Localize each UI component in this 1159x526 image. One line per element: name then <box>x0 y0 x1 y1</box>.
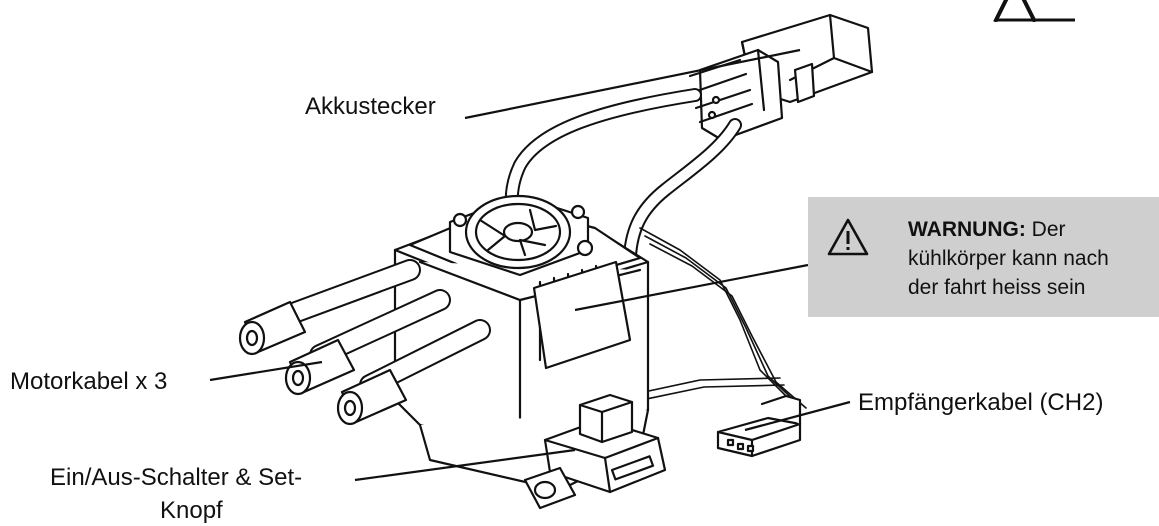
leader-warning <box>574 263 809 312</box>
warning-title: WARNUNG: <box>908 218 1026 241</box>
label-akkustecker: Akkustecker <box>305 93 436 120</box>
receiver-wires <box>629 227 807 409</box>
warning-text: WARNUNG: Der kühlkörper kann nach der fa… <box>908 215 1109 302</box>
warning-line2: kühlkörper kann nach <box>908 247 1109 270</box>
label-motorkabel: Motorkabel x 3 <box>10 368 168 395</box>
label-empfaengerkabel: Empfängerkabel (CH2) <box>858 389 1104 416</box>
label-schalter-line2: Knopf <box>160 497 223 524</box>
battery-connector <box>688 13 874 142</box>
warning-triangle-icon <box>827 218 869 256</box>
leader-empfaenger <box>744 400 851 432</box>
leader-motor <box>209 360 323 382</box>
warning-callout: WARNUNG: Der kühlkörper kann nach der fa… <box>808 197 1159 317</box>
power-switch <box>523 393 667 510</box>
motor-cables <box>238 259 491 426</box>
leader-akkustecker <box>464 48 801 120</box>
warning-triangle-icon-cropped <box>993 0 1075 22</box>
leader-switch <box>354 448 576 482</box>
warning-line3: der fahrt heiss sein <box>908 276 1086 299</box>
warning-line1: Der <box>1025 218 1066 241</box>
label-schalter-line1: Ein/Aus-Schalter & Set- <box>50 464 303 491</box>
